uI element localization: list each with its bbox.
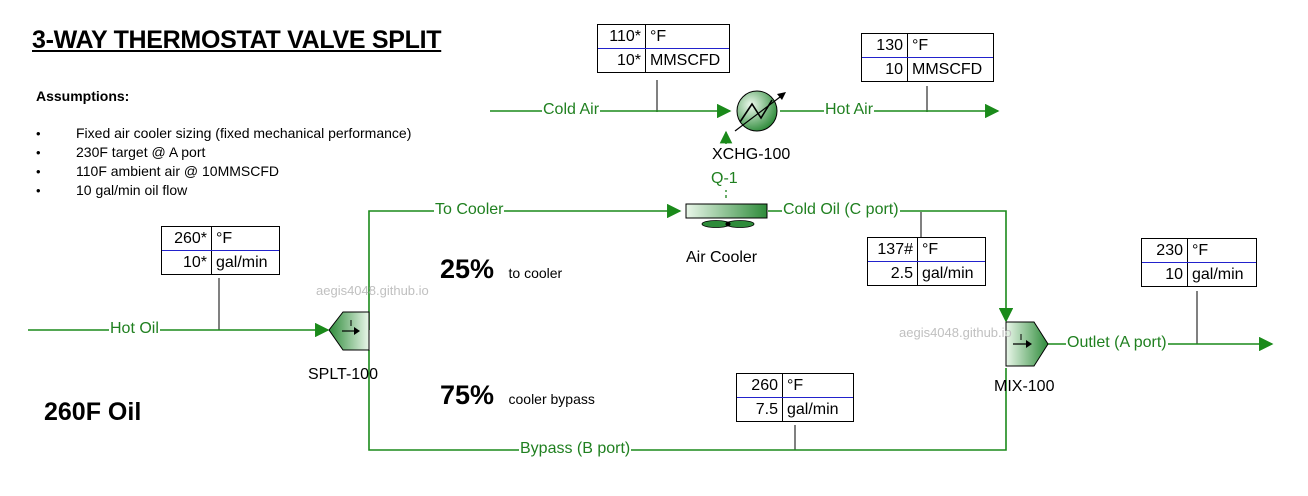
splitter-label[interactable]: SPLT-100 xyxy=(308,366,378,383)
bypass-split-label: cooler bypass xyxy=(508,391,595,407)
stream-label-cold-air[interactable]: Cold Air xyxy=(542,101,601,119)
flow-unit: gal/min xyxy=(216,254,268,271)
flow-value: 10* xyxy=(598,49,646,72)
stream-label-hot-air[interactable]: Hot Air xyxy=(824,101,875,119)
flow-value: 10* xyxy=(162,251,212,274)
flow-unit: MMSCFD xyxy=(650,52,721,69)
temperature-unit: °F xyxy=(912,37,929,54)
assumptions-heading: Assumptions: xyxy=(36,88,130,104)
temperature-value: 137# xyxy=(868,238,918,261)
flow-value: 7.5 xyxy=(737,398,783,421)
leader-lines xyxy=(218,80,1198,450)
stream-table-cold-air: 110*°F 10*MMSCFD xyxy=(597,24,730,73)
cooler-split-label: to cooler xyxy=(508,265,563,281)
air-cooler-icon[interactable] xyxy=(685,203,768,228)
flow-unit: gal/min xyxy=(1192,266,1244,283)
assumption-item: Fixed air cooler sizing (fixed mechanica… xyxy=(36,124,411,143)
heat-exchanger-icon[interactable] xyxy=(734,90,786,132)
assumptions-list: Fixed air cooler sizing (fixed mechanica… xyxy=(36,124,411,200)
splitter-icon[interactable] xyxy=(328,311,370,351)
stream-label-bypass[interactable]: Bypass (B port) xyxy=(519,440,632,458)
temperature-value: 230 xyxy=(1142,239,1188,262)
air-cooler-label[interactable]: Air Cooler xyxy=(686,249,758,266)
flow-unit: MMSCFD xyxy=(912,61,983,78)
cooler-split-percent: 25% xyxy=(440,254,495,284)
bypass-line[interactable] xyxy=(368,350,1007,451)
assumption-item: 10 gal/min oil flow xyxy=(36,181,411,200)
mixer-icon[interactable] xyxy=(1005,321,1049,367)
stream-label-outlet[interactable]: Outlet (A port) xyxy=(1066,334,1168,352)
temperature-value: 110* xyxy=(598,25,646,48)
temperature-value: 260 xyxy=(737,374,783,397)
assumption-item: 230F target @ A port xyxy=(36,143,411,162)
flow-unit: gal/min xyxy=(787,401,839,418)
flow-unit: gal/min xyxy=(922,265,974,282)
bypass-split: 75% cooler bypass xyxy=(440,380,595,411)
flow-value: 10 xyxy=(862,58,908,81)
stream-table-hot-oil: 260*°F 10*gal/min xyxy=(161,226,280,275)
heat-exchanger-label[interactable]: XCHG-100 xyxy=(712,146,791,163)
flow-value: 2.5 xyxy=(868,262,918,285)
oil-temperature-label: 260F Oil xyxy=(44,398,142,426)
temperature-unit: °F xyxy=(650,28,667,45)
bypass-split-percent: 75% xyxy=(440,380,495,410)
temperature-unit: °F xyxy=(1192,242,1209,259)
watermark: aegis4048.github.io xyxy=(899,325,1012,340)
mixer-label[interactable]: MIX-100 xyxy=(994,378,1055,395)
page-title: 3-WAY THERMOSTAT VALVE SPLIT xyxy=(32,26,442,54)
temperature-unit: °F xyxy=(787,377,804,394)
assumption-item: 110F ambient air @ 10MMSCFD xyxy=(36,162,411,181)
energy-stream-label[interactable]: Q-1 xyxy=(711,170,738,187)
stream-label-to-cooler[interactable]: To Cooler xyxy=(434,201,505,219)
temperature-unit: °F xyxy=(216,230,233,247)
temperature-unit: °F xyxy=(922,241,939,258)
temperature-value: 260* xyxy=(162,227,212,250)
flow-value: 10 xyxy=(1142,263,1188,286)
stream-label-cold-oil[interactable]: Cold Oil (C port) xyxy=(782,201,900,219)
to-cooler-line[interactable] xyxy=(368,203,682,330)
stream-label-hot-oil[interactable]: Hot Oil xyxy=(109,320,160,338)
temperature-value: 130 xyxy=(862,34,908,57)
watermark: aegis4048.github.io xyxy=(316,283,429,298)
cooler-split: 25% to cooler xyxy=(440,254,562,285)
